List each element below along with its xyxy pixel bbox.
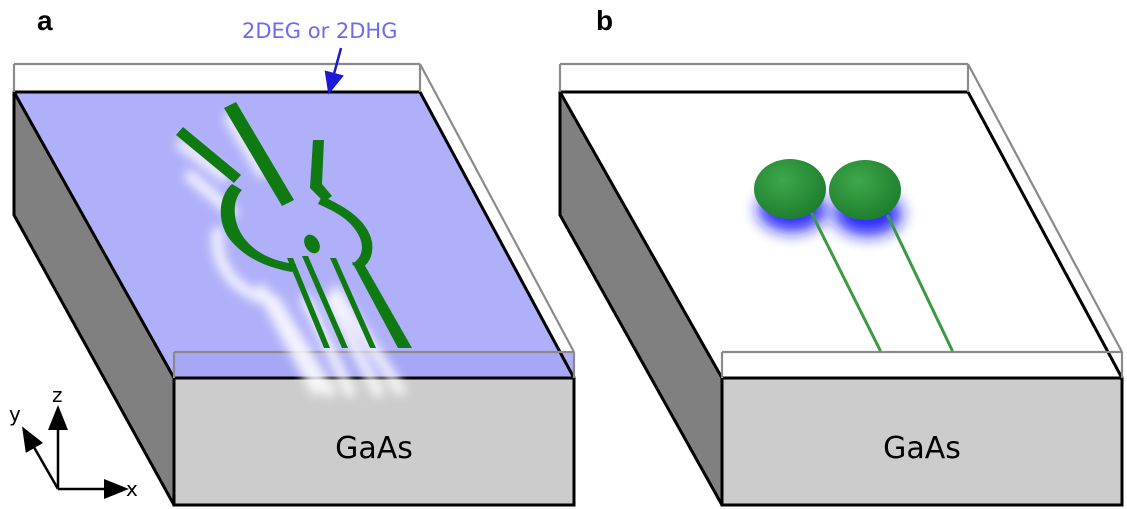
y-axis-arrow — [22, 426, 60, 490]
gate-electrodes — [176, 102, 412, 348]
quantum-dot-right — [829, 160, 901, 220]
panel-b: b GaAs — [558, 5, 1124, 507]
heterostructure-layer-top — [14, 92, 574, 378]
substrate-label-b: GaAs — [883, 431, 961, 466]
x-axis-label: x — [126, 477, 138, 501]
layer-label: 2DEG or 2DHG — [242, 19, 398, 43]
panel-a-label: a — [37, 5, 53, 36]
quantum-dot-left — [754, 159, 826, 219]
heterostructure-layer-front — [174, 352, 574, 378]
y-axis-label: y — [9, 402, 21, 426]
capping-layer-outline — [12, 62, 576, 378]
substrate-front-face — [172, 376, 576, 507]
capping-layer-outline-b — [558, 62, 1124, 378]
panel-a: a — [12, 5, 576, 507]
substrate-front-face-b — [720, 376, 1124, 507]
substrate-label-a: GaAs — [335, 431, 413, 466]
dot-leads — [810, 212, 954, 352]
z-axis-label: z — [52, 383, 63, 407]
layer-pointer-arrow — [324, 47, 344, 95]
panel-b-label: b — [596, 5, 613, 36]
coordinate-axes: x z y — [9, 383, 138, 501]
sample-top-surface — [560, 92, 1122, 378]
